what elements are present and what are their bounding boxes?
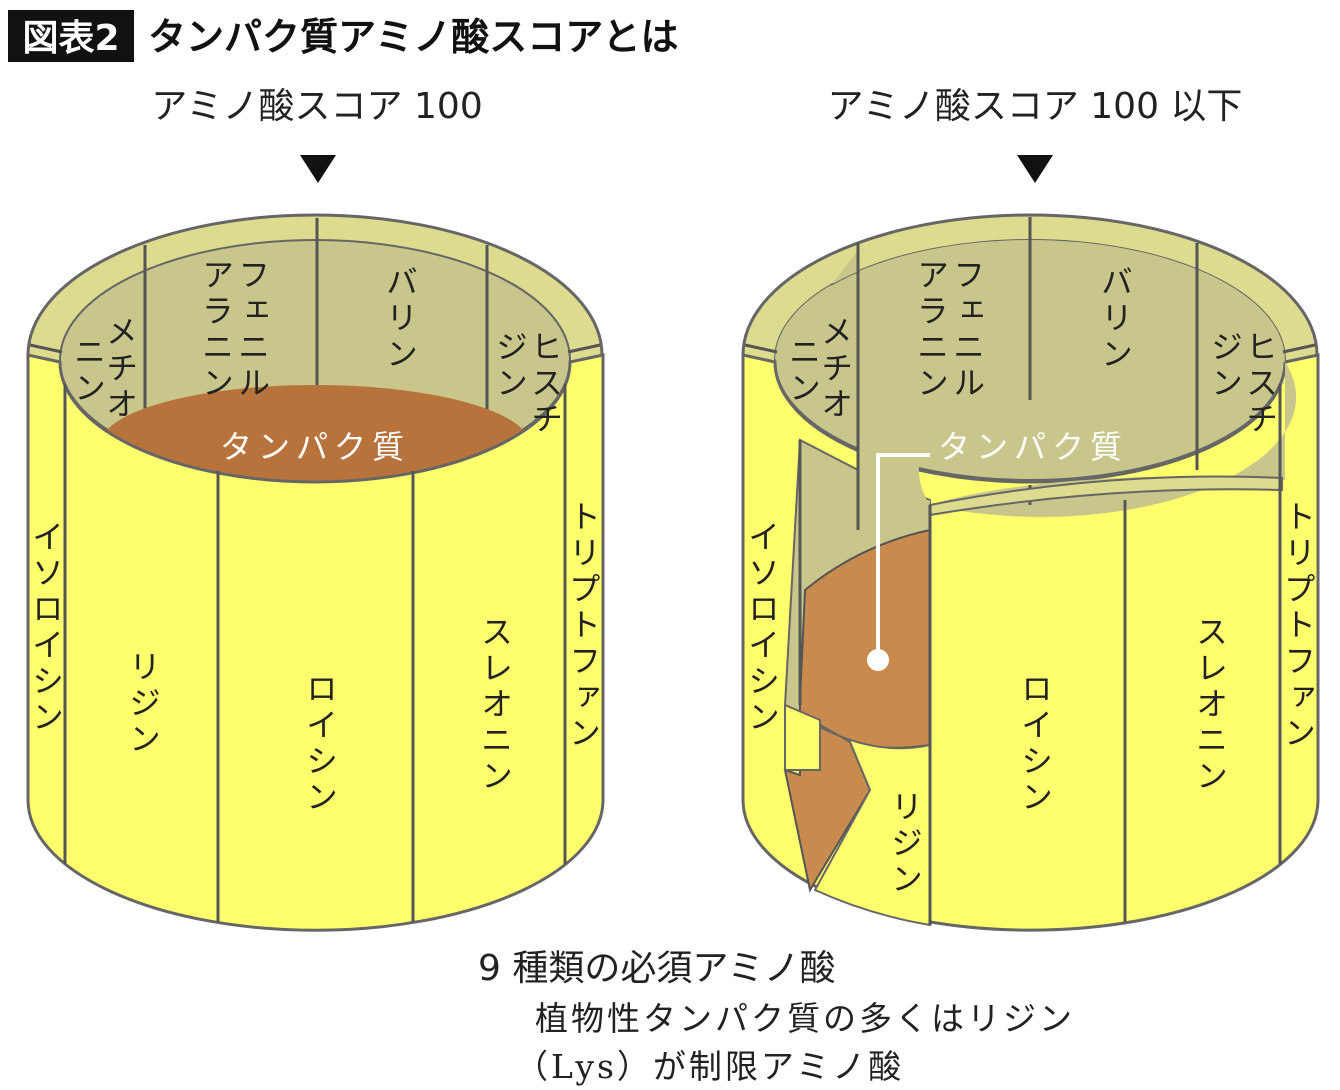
caption-line-3: （Lys）が制限アミノ酸 [515, 1047, 904, 1086]
left-label-valine: バリン [381, 265, 419, 373]
left-label-methionine-1: メチオ [101, 315, 139, 423]
title-text: タンパク質アミノ酸スコアとは [148, 15, 678, 59]
title-badge [8, 10, 134, 62]
right-protein-label: タンパク質 [938, 428, 1128, 466]
right-down-triangle-icon [1017, 155, 1053, 183]
right-label-methionine-1: メチオ [816, 315, 854, 423]
left-label-phenylalanine-2: アラニン [197, 258, 235, 402]
left-protein-label: タンパク質 [220, 428, 410, 466]
left-header: アミノ酸スコア 100 [151, 86, 482, 127]
caption-line-2: 植物性タンパク質の多くはリジン [535, 999, 1075, 1038]
right-label-histidine-2: ジン [1206, 330, 1244, 402]
pointer-dot [867, 649, 889, 671]
right-label-methionine-2: ニン [784, 335, 822, 407]
left-label-tryptophan: トリプトファン [564, 500, 602, 752]
right-barrel [741, 213, 1320, 932]
right-label-phenylalanine-2: アラニン [912, 258, 950, 402]
left-label-methionine-2: ニン [69, 335, 107, 407]
left-label-lysine: リジン [124, 650, 162, 758]
right-label-valine: バリン [1096, 265, 1134, 373]
right-label-leucine: ロイシン [1016, 672, 1054, 816]
right-label-phenylalanine-1: フェニル [948, 258, 986, 402]
left-down-triangle-icon [300, 155, 336, 183]
left-label-threonine: スレオニン [476, 615, 514, 795]
title-badge-text: 図表2 [22, 18, 119, 59]
right-label-histidine-1: ヒスチ [1241, 330, 1279, 438]
left-label-phenylalanine-1: フェニル [233, 258, 271, 402]
right-header: アミノ酸スコア 100 以下 [828, 86, 1243, 127]
right-label-tryptophan: トリプトファン [1279, 500, 1317, 752]
left-label-leucine: ロイシン [301, 672, 339, 816]
left-label-histidine-2: ジン [491, 330, 529, 402]
caption-line-1: 9 種類の必須アミノ酸 [478, 948, 836, 989]
left-label-isoleucine: イソロイシン [27, 520, 65, 736]
right-label-isoleucine: イソロイシン [743, 520, 781, 736]
left-label-histidine-1: ヒスチ [526, 330, 564, 438]
left-barrel [26, 213, 605, 932]
right-label-threonine: スレオニン [1191, 615, 1229, 795]
right-label-lysine: リジン [886, 790, 924, 898]
